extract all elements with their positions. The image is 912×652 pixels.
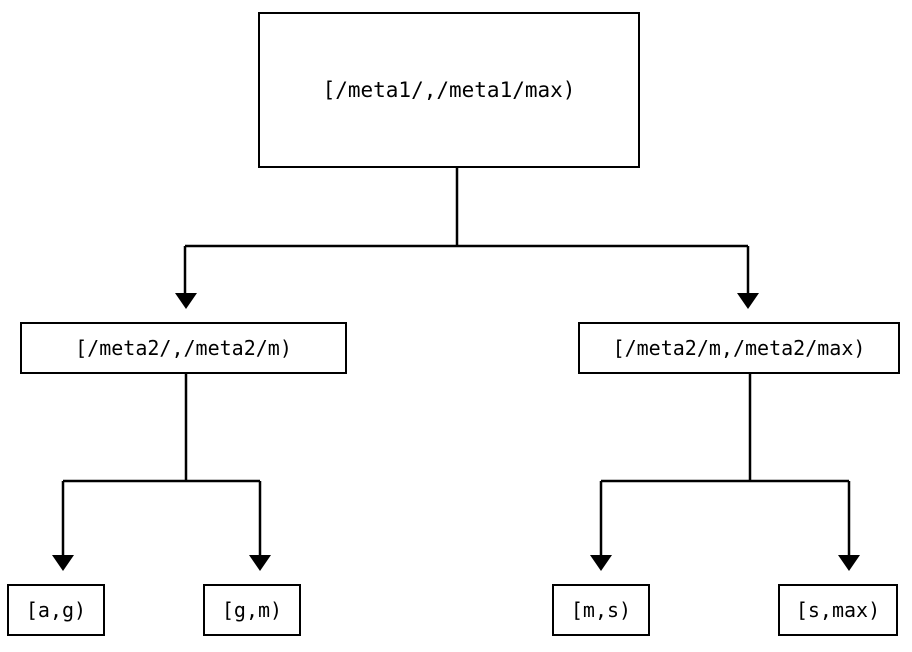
node-middle-right-label: [/meta2/m,/meta2/max) xyxy=(612,336,866,360)
arrowhead-icon-to-leaf-0 xyxy=(52,555,74,571)
arrowhead-icon-to-leaf-1 xyxy=(249,555,271,571)
arrowhead-icon-to-mid-right xyxy=(737,293,759,309)
node-leaf-g-m[interactable]: [g,m) xyxy=(203,584,301,636)
node-root-label: [/meta1/,/meta1/max) xyxy=(322,77,576,102)
node-leaf-s-max-label: [s,max) xyxy=(795,598,881,622)
node-leaf-a-g[interactable]: [a,g) xyxy=(7,584,105,636)
node-root[interactable]: [/meta1/,/meta1/max) xyxy=(258,12,640,168)
node-middle-left[interactable]: [/meta2/,/meta2/m) xyxy=(20,322,347,374)
arrowhead-icon-to-leaf-2 xyxy=(590,555,612,571)
arrowhead-icon-to-leaf-3 xyxy=(838,555,860,571)
arrowhead-icon-to-mid-left xyxy=(175,293,197,309)
node-leaf-m-s-label: [m,s) xyxy=(570,598,632,622)
node-leaf-s-max[interactable]: [s,max) xyxy=(778,584,898,636)
node-middle-right[interactable]: [/meta2/m,/meta2/max) xyxy=(578,322,900,374)
node-middle-left-label: [/meta2/,/meta2/m) xyxy=(75,336,292,360)
node-leaf-a-g-label: [a,g) xyxy=(25,598,87,622)
node-leaf-g-m-label: [g,m) xyxy=(221,598,283,622)
node-leaf-m-s[interactable]: [m,s) xyxy=(552,584,650,636)
